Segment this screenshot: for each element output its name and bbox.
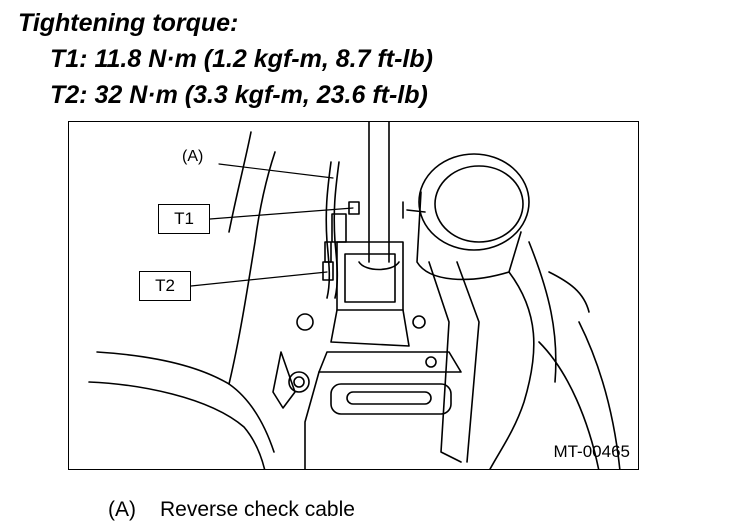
torque-heading: Tightening torque: [18,9,239,37]
legend-key: (A) [108,498,136,521]
legend-row: (A) Reverse check cable [108,497,355,523]
callout-a-label: (A) [182,148,204,165]
transmission-illustration: (A) T1 T2 MT-00465 [68,121,639,470]
callout-t2-label: T2 [139,271,191,301]
illustration-drawing [88,122,621,469]
callout-t1-label: T1 [158,204,210,234]
figure-code: MT-00465 [553,442,630,461]
torque-spec-t1: T1: 11.8 N·m (1.2 kgf-m, 8.7 ft-lb) [50,45,433,73]
torque-spec-t2: T2: 32 N·m (3.3 kgf-m, 23.6 ft-lb) [50,81,428,109]
legend-text: Reverse check cable [160,498,355,521]
